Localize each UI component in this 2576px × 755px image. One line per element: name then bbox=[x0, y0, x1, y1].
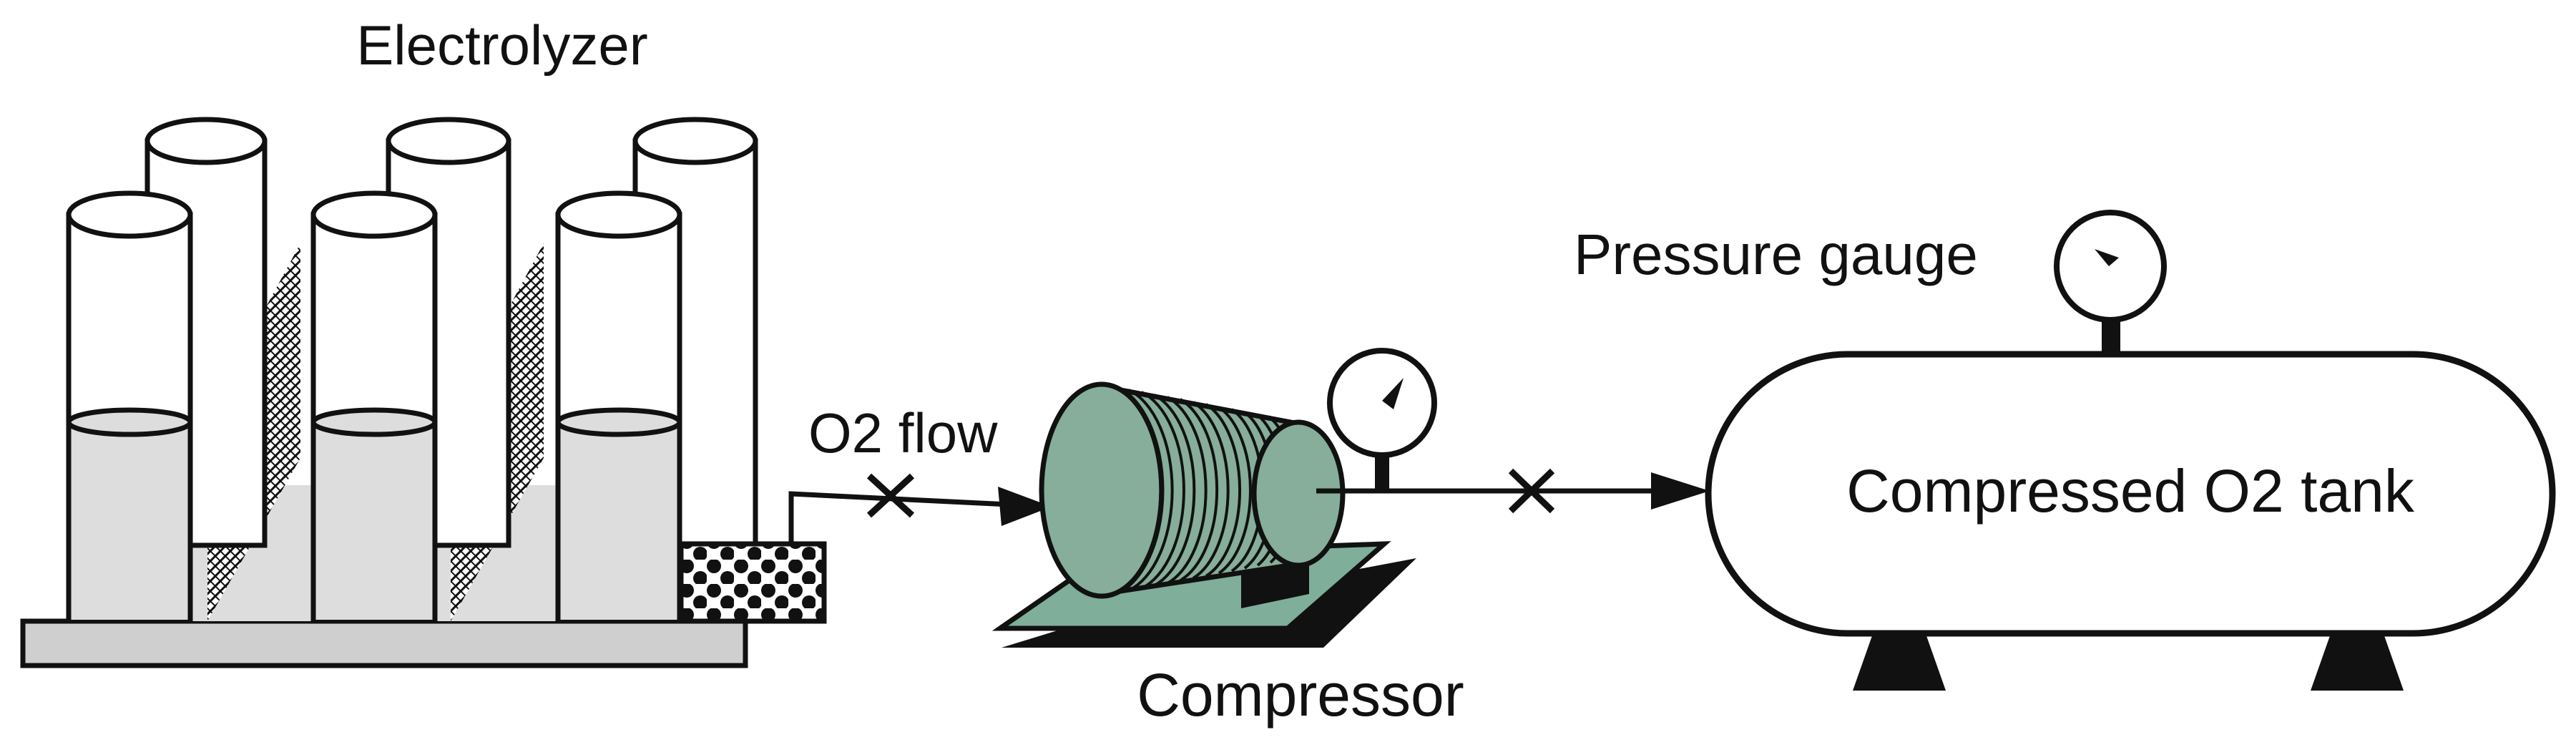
compressor: Compressor bbox=[991, 381, 1464, 729]
tank-label: Compressed O2 tank bbox=[1846, 457, 2415, 525]
electrolyzer-label: Electrolyzer bbox=[356, 14, 647, 77]
o2-flow-line: O2 flow bbox=[788, 401, 1052, 544]
porous-filter bbox=[678, 541, 827, 624]
front-tube-1 bbox=[66, 190, 193, 624]
pressure-gauge-label: Pressure gauge bbox=[1574, 223, 1978, 286]
compressed-line bbox=[1316, 468, 1710, 514]
gauge-icon bbox=[2054, 210, 2167, 323]
gauge-icon bbox=[1327, 348, 1437, 458]
tank-body bbox=[1705, 351, 2556, 637]
compressor-label: Compressor bbox=[1137, 661, 1464, 729]
compressed-o2-tank: Compressed O2 tank Pressure gauge bbox=[1574, 210, 2556, 691]
tank-foot-right bbox=[2311, 630, 2404, 691]
flow-arrow-icon bbox=[998, 487, 1052, 526]
front-tube-3 bbox=[555, 190, 682, 624]
flow-arrow-icon bbox=[1651, 472, 1710, 510]
tank-foot-left bbox=[1853, 630, 1946, 691]
o2-flow-label: O2 flow bbox=[808, 401, 998, 464]
front-tube-2 bbox=[310, 190, 438, 624]
compressor-outlet-face bbox=[1251, 419, 1346, 568]
compressor-gauge bbox=[1327, 348, 1437, 489]
valve-x-icon bbox=[866, 473, 915, 518]
electrolyzer-base-plate bbox=[20, 618, 748, 668]
electrolyzer: Electrolyzer bbox=[20, 14, 827, 668]
valve-x-icon bbox=[1508, 468, 1555, 514]
